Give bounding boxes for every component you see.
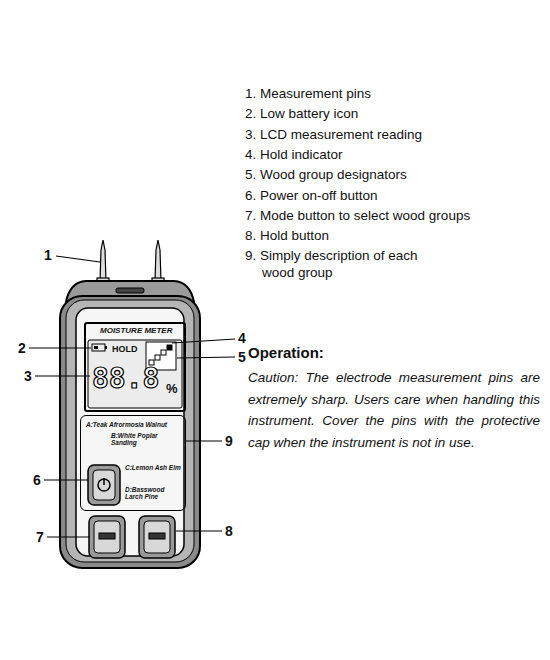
- lcd-display: [88, 340, 182, 408]
- legend-list-item: 9. Simply description of each wood group: [245, 248, 440, 280]
- wood-group-text: B:White Poplar Sanding: [111, 432, 181, 446]
- lcd-reading: 88.8: [92, 364, 159, 395]
- legend-list-item: 5. Wood group designators: [245, 167, 407, 183]
- legend-list-item: 2. Low battery icon: [245, 106, 358, 122]
- wood-group-panel: A:Teak Afrormosia WalnutB:White Poplar S…: [80, 415, 186, 511]
- percent-sign: %: [166, 382, 178, 396]
- lcd-window: MOISTURE METER HOLD 88.8%: [84, 322, 186, 412]
- legend-list-item: 4. Hold indicator: [245, 147, 343, 163]
- callout-number: 7: [36, 529, 44, 546]
- callout-number: 6: [33, 472, 41, 489]
- legend-list-item: 7. Mode button to select wood groups: [245, 208, 470, 224]
- wood-group-text: A:Teak Afrormosia Walnut: [86, 421, 182, 428]
- section-heading: Operation:: [248, 344, 324, 362]
- callout-number: 2: [18, 340, 26, 357]
- legend-list-item: 1. Measurement pins: [245, 86, 371, 102]
- wood-group-text: C:Lemon Ash Elm: [125, 464, 181, 471]
- callout-number: 1: [44, 247, 52, 264]
- leader-lines: [29, 256, 235, 537]
- legend-list-item: 3. LCD measurement reading: [245, 127, 422, 143]
- caution-note: Caution: The electrode measurement pins …: [248, 367, 540, 453]
- measurement-pins: [97, 240, 164, 284]
- hold-indicator: HOLD: [112, 345, 138, 355]
- callout-number: 8: [225, 523, 233, 540]
- wood-group-text: D:Basswood Larch Pine: [125, 486, 181, 500]
- callout-number: 4: [238, 330, 246, 347]
- lcd-title: MOISTURE METER: [100, 327, 172, 336]
- callout-number: 5: [238, 349, 246, 366]
- buttons: [88, 465, 175, 558]
- callout-number: 9: [225, 433, 233, 450]
- legend-list-item: 8. Hold button: [245, 228, 329, 244]
- callout-number: 3: [24, 368, 32, 385]
- legend-list-item: 6. Power on-off button: [245, 188, 378, 204]
- meter-housing: [60, 281, 200, 568]
